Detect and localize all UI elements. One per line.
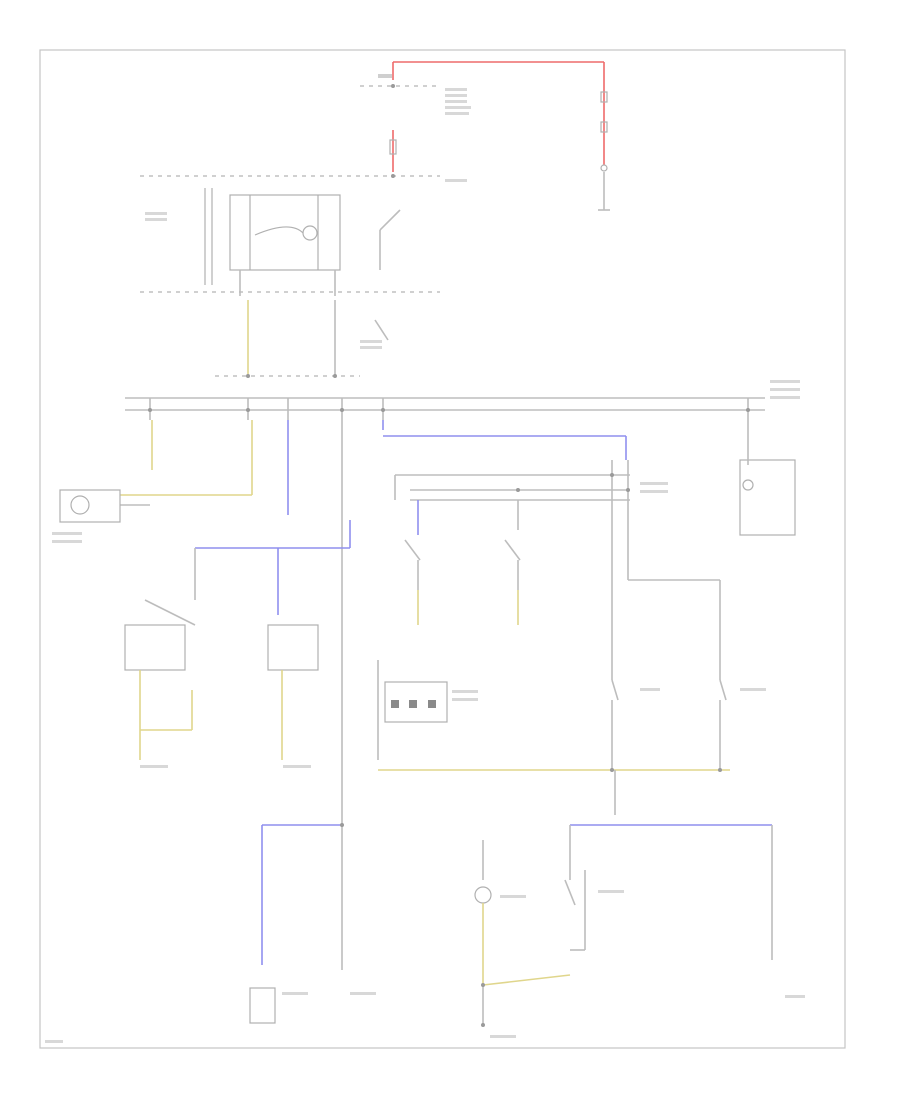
- multi-pin-connector: [377, 660, 448, 760]
- connector-block: [394, 460, 721, 680]
- relay-left: [124, 624, 186, 671]
- wire-nodes: [148, 84, 750, 1027]
- diagram-frame: [39, 49, 846, 1049]
- battery-feed: [140, 61, 610, 211]
- gauge-icon: [302, 225, 318, 241]
- harness-bus: [125, 397, 765, 420]
- relay-right: [267, 624, 319, 671]
- label-blocks: [45, 74, 805, 1043]
- instrument-box: [140, 188, 440, 296]
